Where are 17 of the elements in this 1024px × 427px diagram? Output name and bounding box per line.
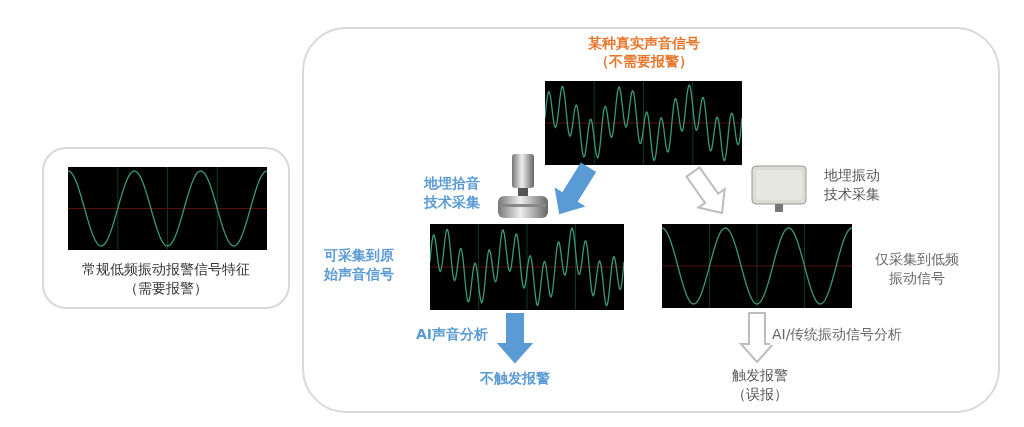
block-arrow [496,313,534,364]
caption-text: 常规低频振动报警信号特征 [81,260,251,279]
result-text: 触发报警（误报） [731,366,789,404]
signal-label: 仅采集到低频振动信号 [874,250,960,288]
caption-text: （需要报警） [123,279,209,298]
block-arrow [554,162,597,215]
result-text: 不触发报警 [478,369,551,388]
sensor-label: 地埋拾音技术采集 [424,174,481,212]
sensor-label: 地埋振动技术采集 [824,166,881,204]
edge-label: AI声音分析 [414,324,491,345]
panel [42,147,290,309]
edge-label: AI/传统振动信号分析 [770,324,905,345]
panel [302,27,1000,413]
block-arrow [685,166,726,215]
block-arrow [738,312,776,364]
signal-title: 某种真实声音信号（不需要报警） [587,34,701,70]
signal-label: 可采集到原始声音信号 [323,246,395,284]
